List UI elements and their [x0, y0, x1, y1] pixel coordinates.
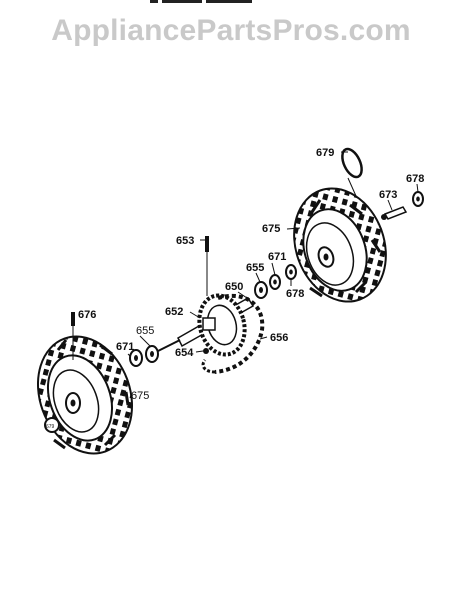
label-675-right: 675 — [262, 223, 280, 235]
sprocket-652 — [197, 293, 247, 357]
chain-656 — [201, 293, 265, 374]
label-653: 653 — [176, 235, 194, 247]
label-678-right: 678 — [286, 288, 304, 300]
ring-679-bottom — [44, 417, 60, 433]
label-671-left: 671 — [116, 341, 134, 353]
key-653 — [205, 236, 209, 296]
pin-673 — [381, 206, 408, 220]
label-679-bottom: 679 — [46, 424, 55, 430]
washer-655-left — [145, 345, 159, 363]
watermark: AppliancePartsPros.com — [51, 14, 411, 47]
label-673: 673 — [379, 189, 397, 201]
nut-678-top — [412, 191, 424, 207]
leader-lines — [120, 151, 419, 396]
right-wheel — [293, 187, 387, 303]
washer-671-right — [269, 274, 281, 290]
label-675-left: 675 — [131, 390, 149, 402]
label-671-right: 671 — [268, 251, 286, 263]
left-wheel — [36, 335, 134, 455]
label-679-top: 679 — [316, 147, 334, 159]
label-654: 654 — [175, 347, 194, 359]
washer-671-left — [129, 349, 143, 367]
bolt-654 — [203, 348, 209, 354]
top-edge-fragment — [150, 0, 300, 6]
label-678-top: 678 — [406, 173, 424, 185]
nut-678-right — [285, 264, 297, 280]
label-656: 656 — [270, 332, 288, 344]
label-652: 652 — [165, 306, 183, 318]
washer-655-right — [254, 281, 268, 299]
label-650: 650 — [225, 281, 243, 293]
label-655-left: 655 — [136, 325, 154, 337]
ring-679-top — [341, 147, 363, 179]
label-655-right: 655 — [246, 262, 264, 274]
label-676: 676 — [78, 309, 96, 321]
screw-676 — [71, 312, 75, 360]
